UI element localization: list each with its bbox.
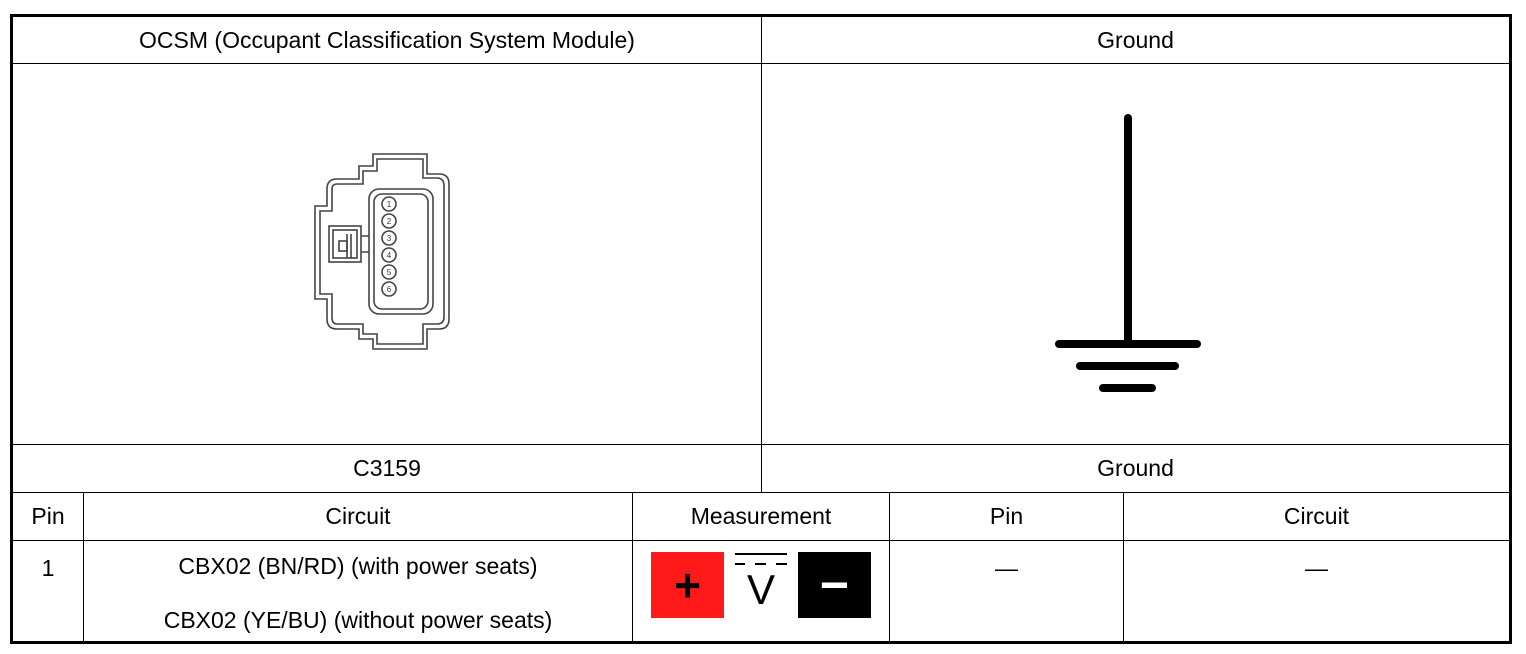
- circuit-line: CBX02 (YE/BU) (without power seats): [163, 607, 553, 633]
- row-ground-circuit-text: —: [1305, 555, 1328, 581]
- divider: [761, 16, 762, 493]
- header-ground-pin: Pin: [890, 493, 1123, 540]
- module-title: OCSM (Occupant Classification System Mod…: [13, 17, 761, 63]
- module-title-text: OCSM (Occupant Classification System Mod…: [139, 26, 635, 53]
- connector-label-text: C3159: [353, 455, 421, 481]
- row-pin-text: 1: [41, 555, 55, 581]
- plus-symbol: +: [674, 559, 701, 611]
- connector-label: C3159: [13, 445, 761, 492]
- pin-label: 2: [387, 217, 392, 226]
- divider: [889, 492, 890, 642]
- pin-label: 6: [387, 285, 392, 294]
- row-ground-pin-text: —: [995, 555, 1018, 581]
- divider: [12, 540, 1510, 541]
- ground-title-text: Ground: [1097, 26, 1174, 53]
- pin-label: 3: [387, 234, 392, 243]
- circuit-line: CBX02 (BN/RD) (with power seats): [178, 553, 538, 579]
- connector-drawing-cell: 1 2 3 4 5 6: [13, 64, 761, 444]
- connector-6pin-icon: 1 2 3 4 5 6: [314, 153, 450, 350]
- pinout-table: [10, 14, 1512, 644]
- ground-symbol-cell: [762, 64, 1509, 444]
- row-pin: 1: [13, 541, 83, 641]
- pin-label: 1: [387, 200, 392, 209]
- header-circuit-text: Circuit: [325, 503, 391, 529]
- row-ground-pin: —: [890, 541, 1123, 641]
- header-ground-pin-text: Pin: [989, 503, 1024, 529]
- header-pin: Pin: [13, 493, 83, 540]
- ground-label-text: Ground: [1097, 455, 1174, 481]
- divider: [1123, 492, 1124, 642]
- dc-voltage-icon: V: [733, 551, 789, 619]
- header-circuit: Circuit: [84, 493, 632, 540]
- header-pin-text: Pin: [31, 503, 65, 529]
- divider: [632, 492, 633, 642]
- divider: [83, 492, 84, 642]
- volt-symbol: V: [746, 566, 775, 613]
- ground-label: Ground: [762, 445, 1509, 492]
- row-circuit: CBX02 (BN/RD) (with power seats) CBX02 (…: [84, 541, 632, 641]
- header-measurement-text: Measurement: [690, 503, 832, 529]
- header-ground-circuit: Circuit: [1124, 493, 1509, 540]
- header-ground-circuit-text: Circuit: [1283, 503, 1350, 529]
- minus-icon: −: [798, 552, 871, 618]
- pin-label: 5: [387, 268, 392, 277]
- row-ground-circuit: —: [1124, 541, 1509, 641]
- minus-symbol: −: [819, 557, 850, 613]
- ground-title: Ground: [762, 17, 1509, 63]
- ground-symbol-icon: [1055, 114, 1201, 392]
- pin-label: 4: [387, 251, 392, 260]
- row-measurement: + V −: [633, 541, 889, 641]
- header-measurement: Measurement: [633, 493, 889, 540]
- plus-icon: +: [651, 552, 724, 618]
